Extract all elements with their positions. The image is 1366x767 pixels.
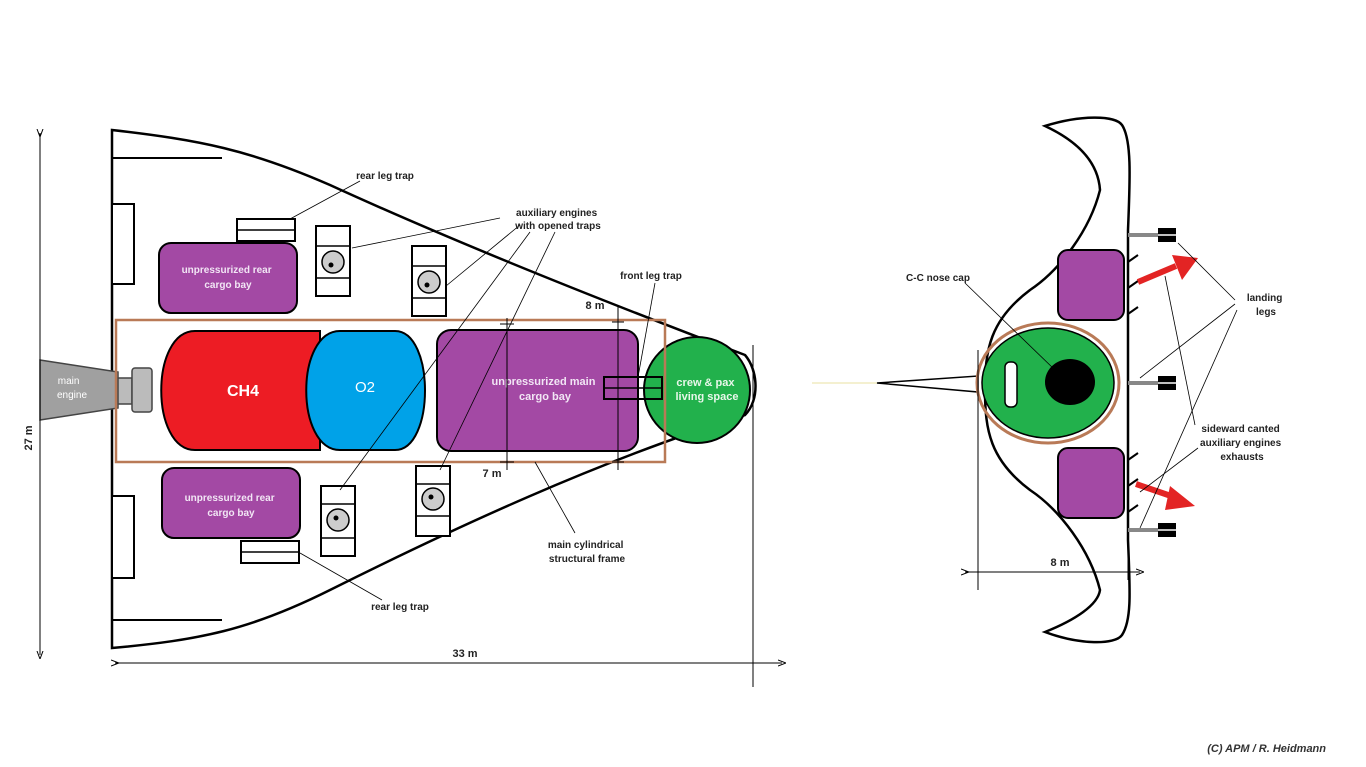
rear-cargo-bay-bottom-label-2: cargo bay xyxy=(207,508,255,519)
ch4-tank xyxy=(160,330,321,451)
crew-space-label-2: living space xyxy=(676,391,739,403)
svg-text:auxiliary engines with o: auxiliary engines with opened traps xyxy=(514,208,601,232)
aux-engine-2 xyxy=(411,245,447,317)
dim-8m-top: 8 m xyxy=(586,300,605,312)
side-slot-bottom xyxy=(111,495,135,579)
landing-legs-label-2: legs xyxy=(1256,307,1276,318)
landing-leg-middle xyxy=(1128,376,1176,390)
hull-outline xyxy=(110,128,757,650)
side-slot-top xyxy=(111,203,135,285)
main-cargo-bay-label-1: unpressurized main xyxy=(492,376,596,388)
rear-cargo-bay-bottom-label-1: unpressurized rear xyxy=(185,493,275,504)
landing-legs-label-1: landing xyxy=(1247,293,1283,304)
svg-text:main cylindrical structu: main cylindrical structural frame xyxy=(548,540,626,565)
svg-text:unpressurized main cargo: unpressurized main cargo bay xyxy=(492,376,599,403)
front-leg-trap-label: front leg trap xyxy=(620,271,682,282)
landing-leg-bottom xyxy=(1128,523,1176,537)
frame-label-2: structural frame xyxy=(549,554,626,565)
o2-tank xyxy=(305,330,426,451)
aux-engine-1 xyxy=(315,225,351,297)
front-cargo-bay-bottom xyxy=(1057,447,1125,519)
main-engine-mount xyxy=(117,377,133,405)
top-view: main engine unpressurized rear cargo bay… xyxy=(23,128,782,687)
main-cargo-bay xyxy=(436,329,639,452)
front-cargo-bay-top xyxy=(1057,249,1125,321)
aux-engines-label-2: with opened traps xyxy=(514,221,601,232)
landing-leg-top xyxy=(1128,228,1176,242)
svg-text:unpressurized rear cargo: unpressurized rear cargo bay xyxy=(182,265,275,291)
svg-text:landing legs: landing legs xyxy=(1247,293,1285,318)
main-engine-label-1: main xyxy=(58,376,80,387)
rear-cargo-bay-top-label-2: cargo bay xyxy=(204,280,252,291)
svg-text:sideward canted auxiliar: sideward canted auxiliary engines exhaus… xyxy=(1200,424,1284,463)
aux-engines-label-1: auxiliary engines xyxy=(516,208,598,219)
dim-33m: 33 m xyxy=(452,648,477,660)
main-engine-head xyxy=(131,367,153,413)
crew-living-space xyxy=(643,336,751,444)
window-slot xyxy=(1004,361,1018,408)
front-dim-8m: 8 m xyxy=(1051,557,1070,569)
exhaust-arrow-bottom xyxy=(1135,481,1195,510)
svg-text:unpressurized rear cargo: unpressurized rear cargo bay xyxy=(185,493,278,519)
rear-cargo-bay-top xyxy=(158,242,298,314)
aux-engine-4 xyxy=(415,465,451,537)
copyright: (C) APM / R. Heidmann xyxy=(1207,743,1326,755)
rear-leg-trap-bottom-label: rear leg trap xyxy=(371,602,429,613)
aux-exhausts-label-3: exhausts xyxy=(1220,452,1264,463)
rear-cargo-bay-top-label-1: unpressurized rear xyxy=(182,265,272,276)
nose-cap xyxy=(1045,359,1095,405)
ch4-label: CH4 xyxy=(227,383,259,400)
rear-cargo-bay-bottom xyxy=(161,467,301,539)
main-structural-frame xyxy=(114,318,667,464)
svg-text:main engine: main engine xyxy=(57,376,87,401)
front-structural-frame xyxy=(975,321,1121,445)
aux-engine-3 xyxy=(320,485,356,557)
dim-27m: 27 m xyxy=(23,425,35,450)
nose-spike xyxy=(876,375,979,393)
crew-space-label-1: crew & pax xyxy=(676,377,735,389)
dim-7m: 7 m xyxy=(483,468,502,480)
svg-text:crew & pax living space: crew & pax living space xyxy=(676,377,739,403)
o2-label: O2 xyxy=(355,379,375,396)
nose-cap-label: C-C nose cap xyxy=(906,273,970,284)
frame-label-1: main cylindrical xyxy=(548,540,624,551)
main-cargo-bay-label-2: cargo bay xyxy=(519,391,572,403)
rear-leg-trap-top-label: rear leg trap xyxy=(356,171,414,182)
aux-exhausts-label-2: auxiliary engines xyxy=(1200,438,1282,449)
aux-exhausts-label-1: sideward canted xyxy=(1201,424,1279,435)
main-engine-label-2: engine xyxy=(57,390,87,401)
exhaust-arrow-top xyxy=(1136,255,1198,285)
front-view: C-C nose cap landing legs sideward cante… xyxy=(812,116,1285,644)
